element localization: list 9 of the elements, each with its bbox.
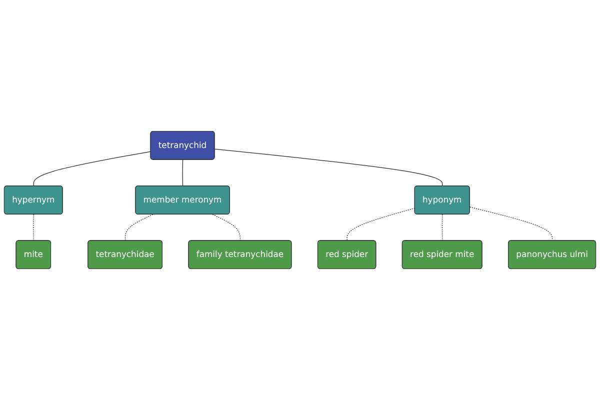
connector — [182, 160, 184, 186]
connector — [33, 214, 34, 242]
connector — [33, 151, 152, 186]
connector — [470, 206, 553, 242]
connector — [124, 214, 154, 242]
connector — [442, 214, 443, 242]
connector — [212, 214, 241, 242]
connector — [214, 148, 443, 186]
connector — [346, 208, 416, 242]
